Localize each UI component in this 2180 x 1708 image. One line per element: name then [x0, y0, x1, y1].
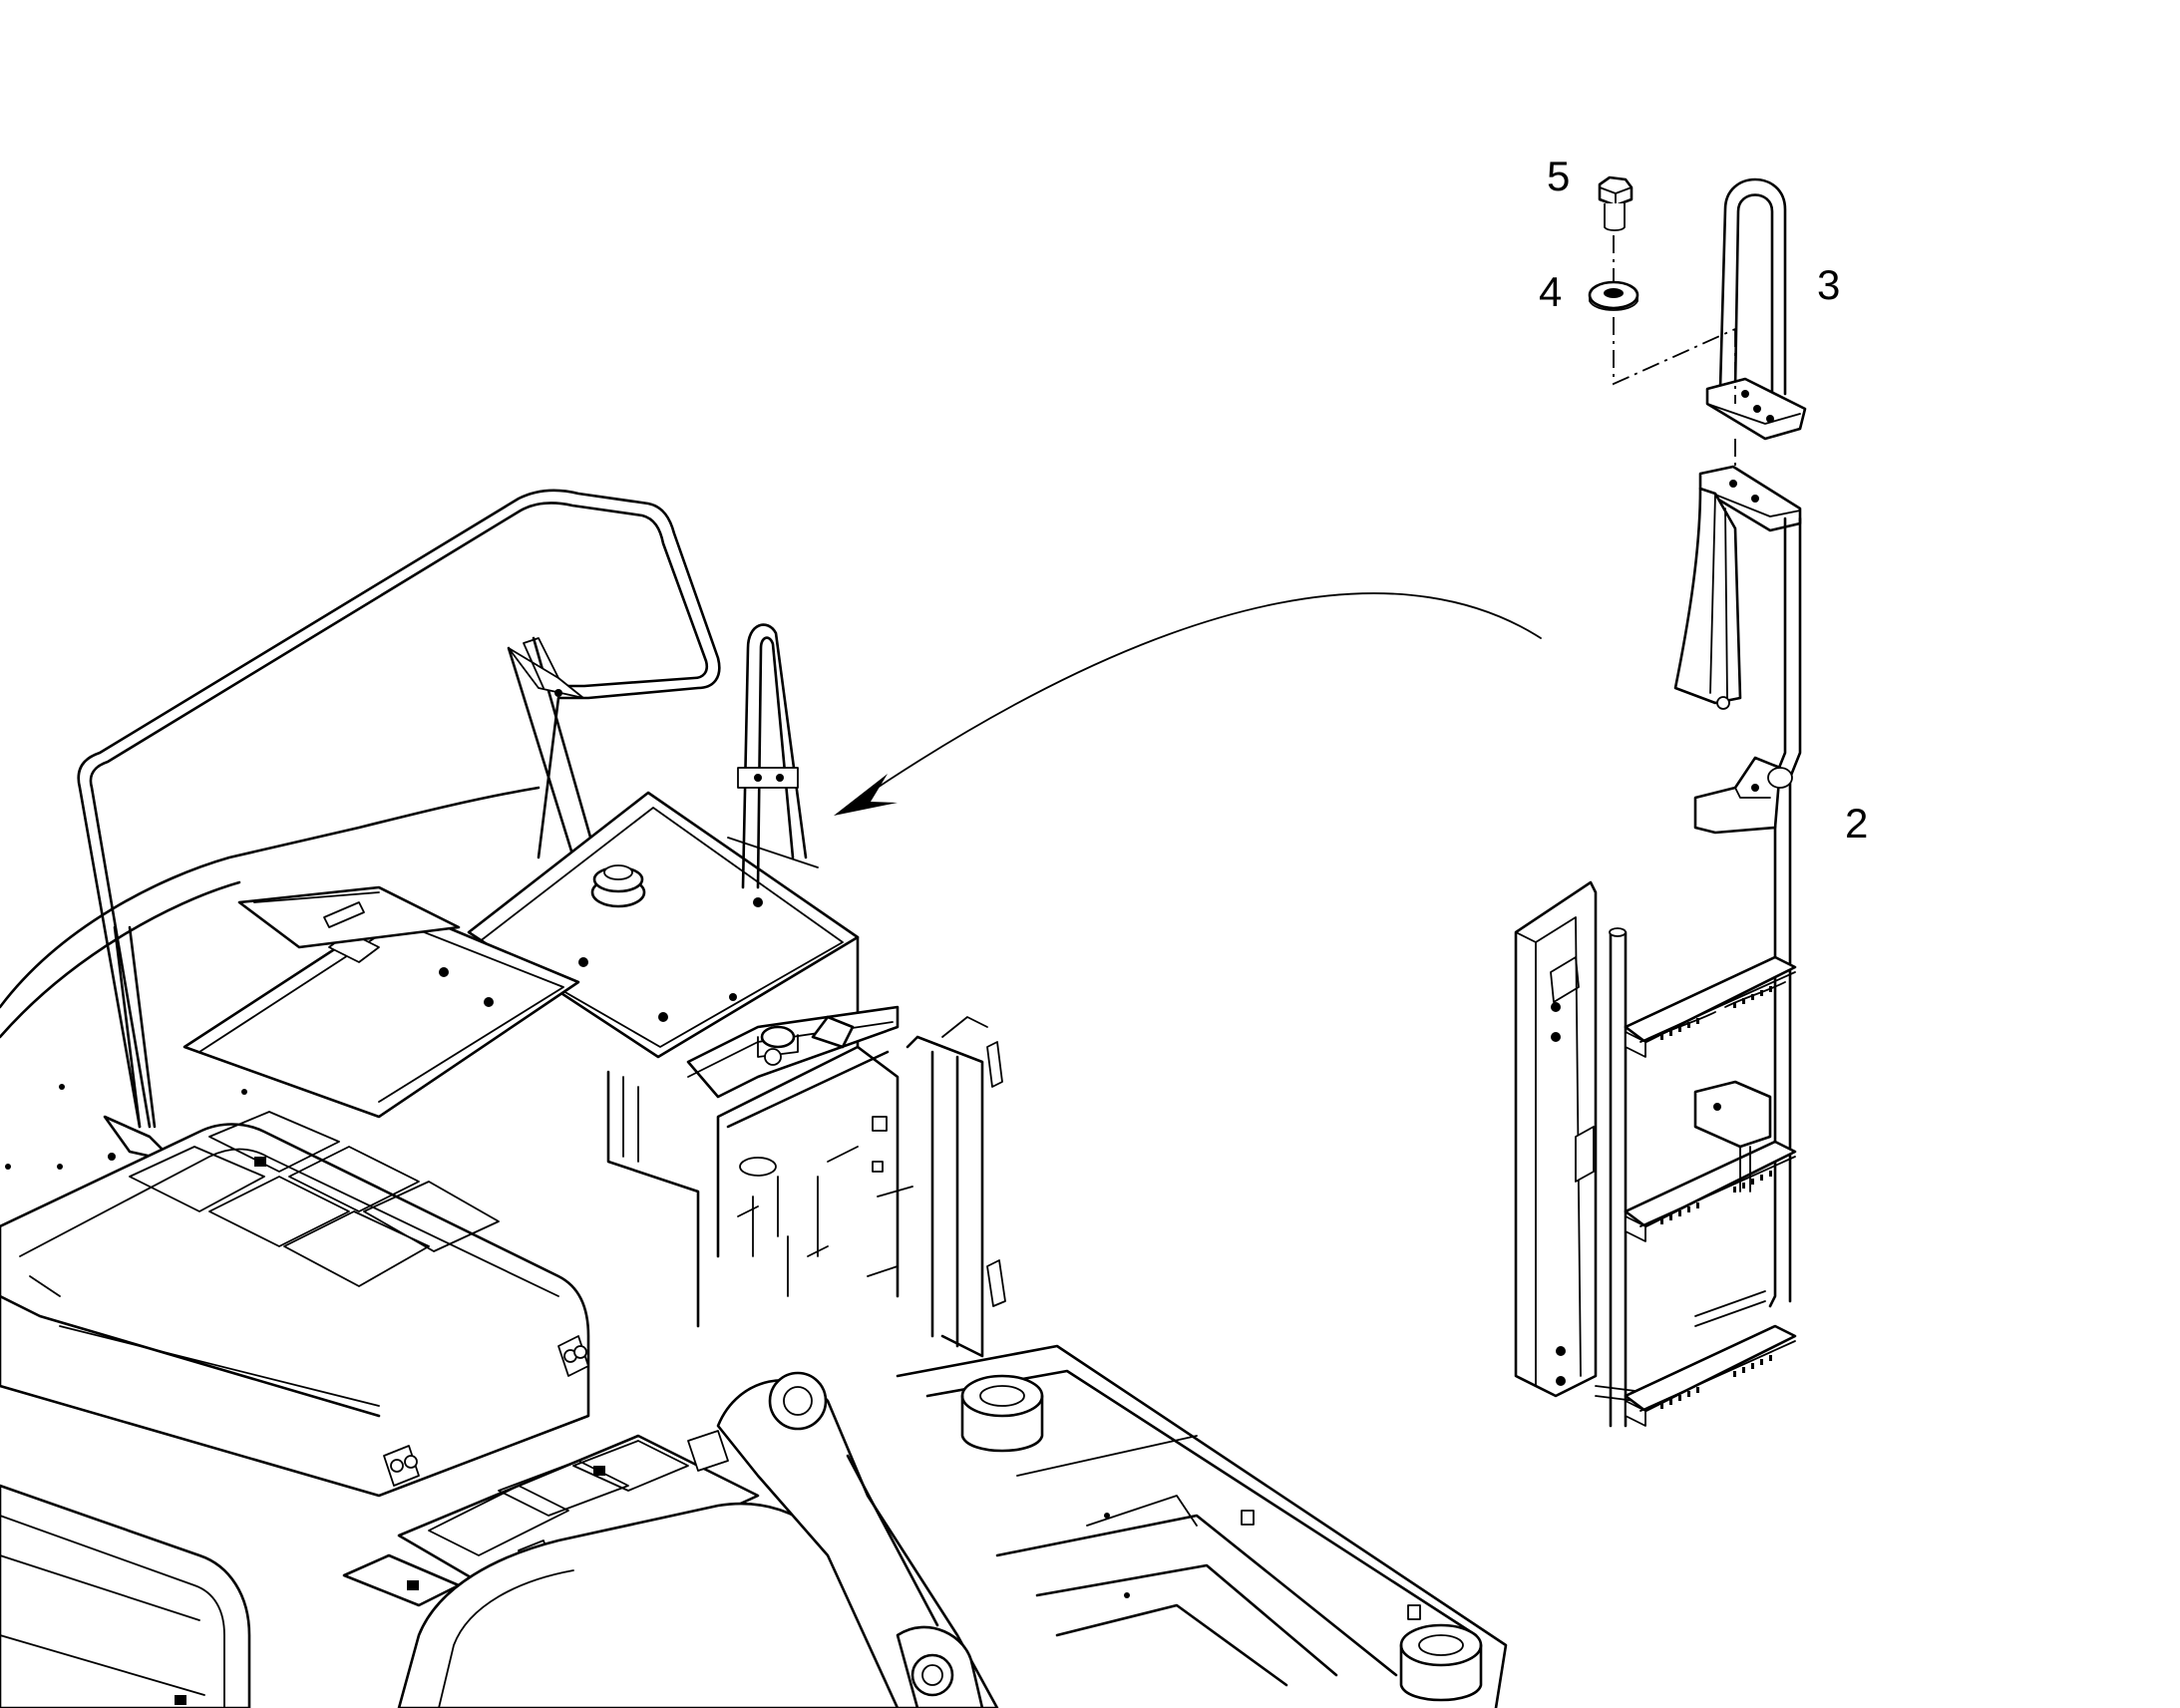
callout-4: 4: [1539, 268, 1562, 315]
assembly-centerlines: [1613, 235, 1736, 477]
assembly-direction-arrow: [834, 592, 1542, 816]
ladder-part: [1514, 465, 1802, 1428]
washer-part: [1588, 280, 1639, 311]
callout-5: 5: [1547, 153, 1570, 199]
callout-3: 3: [1817, 261, 1840, 308]
machine-upper-structure: [0, 489, 1508, 1708]
callout-2: 2: [1845, 800, 1868, 847]
handrail-part: [1705, 177, 1807, 441]
callout-labels: 5 4 3 2: [1539, 153, 1868, 847]
bolt-part: [1598, 175, 1634, 231]
